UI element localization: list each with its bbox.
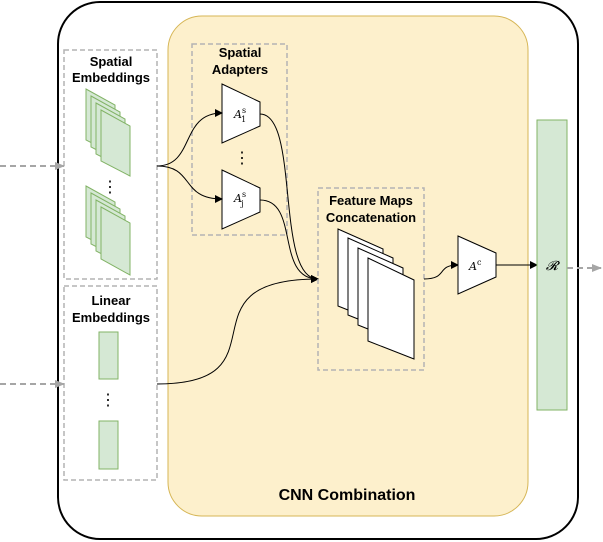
arrow-adapter-j-to-concat (259, 199, 319, 283)
linear-embeddings-label-2: Embeddings (72, 310, 150, 325)
cnn-combination-title: CNN Combination (279, 487, 416, 504)
output-symbol: 𝓡 (546, 259, 561, 274)
arrow-concat-to-combiner (423, 261, 459, 280)
spatial-embeddings-label-1: Spatial (90, 54, 133, 69)
spatial-map-stack-bottom (85, 185, 131, 276)
spatial-adapters-label-1: Spatial (219, 45, 262, 60)
adapters-ellipsis: ⋮ (234, 150, 250, 167)
linear-embeddings-label-1: Linear (91, 293, 130, 308)
arrow-adapter-1-to-concat (259, 113, 319, 283)
spatial-maps-ellipsis: ⋮ (102, 179, 118, 196)
feature-map-stack (337, 228, 415, 360)
output-bar (536, 119, 568, 411)
combiner-label: Ac (468, 258, 482, 273)
combiner-trapezoid (457, 235, 497, 295)
spatial-adapters-group (191, 43, 288, 236)
linear-embeddings-ellipsis: ⋮ (100, 392, 116, 409)
feature-maps-label-2: Concatenation (326, 210, 416, 225)
arrow-linear-to-concat (156, 275, 319, 385)
spatial-embeddings-label-2: Embeddings (72, 70, 150, 85)
spatial-adapters-label-2: Adapters (212, 62, 268, 77)
linear-embedding-top (98, 331, 119, 380)
linear-embedding-bottom (98, 420, 119, 470)
arrow-to-adapter-1 (156, 109, 223, 167)
spatial-map-stack-top (85, 88, 131, 177)
arrow-to-adapter-j (156, 165, 223, 203)
feature-maps-label-1: Feature Maps (329, 193, 413, 208)
adapter-j-trapezoid (221, 169, 261, 230)
adapter-1-trapezoid (221, 83, 261, 144)
